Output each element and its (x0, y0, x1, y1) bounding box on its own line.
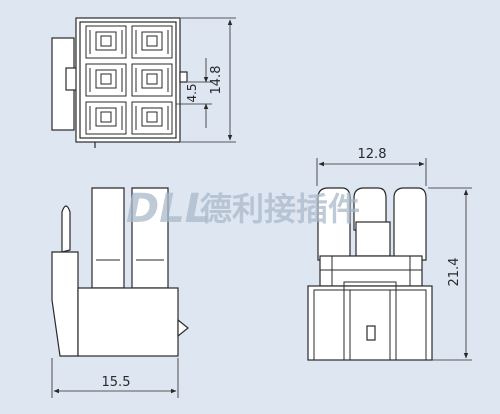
side-view (51, 187, 189, 357)
watermark-logo: DLL 德利接插件 (126, 186, 360, 232)
side-view-base (77, 287, 179, 357)
front-view (307, 187, 433, 361)
dim-label-top-height: 14.8 (209, 66, 224, 95)
watermark-cjk: 德利接插件 (200, 190, 360, 228)
dim-label-side-width: 15.5 (102, 375, 131, 390)
side-view-latch-arm (51, 251, 79, 357)
front-view-base (307, 285, 433, 361)
side-view-dimensions (51, 358, 179, 398)
top-view-inner-wall (79, 21, 177, 139)
side-view-barb (177, 318, 189, 338)
dim-label-top-pitch: 4.5 (185, 83, 199, 102)
front-view-bump-left (317, 187, 351, 261)
front-view-upper-housing (319, 255, 423, 287)
side-view-post-left (91, 187, 125, 289)
cavity-grid (85, 25, 173, 135)
top-view-nub (179, 71, 188, 83)
front-view-bump-middle (353, 187, 387, 231)
top-view-body (75, 17, 181, 143)
front-view-tower (355, 221, 391, 257)
dim-label-front-width: 12.8 (358, 147, 387, 162)
watermark-latin: DLL (126, 186, 210, 232)
front-view-bump-right (393, 187, 427, 261)
front-view-dimensions (316, 158, 472, 361)
front-view-window (366, 325, 376, 341)
side-view-latch-tip (61, 205, 71, 253)
dim-label-front-height: 21.4 (447, 258, 462, 287)
top-view (51, 17, 188, 148)
top-view-dimensions (176, 17, 236, 143)
